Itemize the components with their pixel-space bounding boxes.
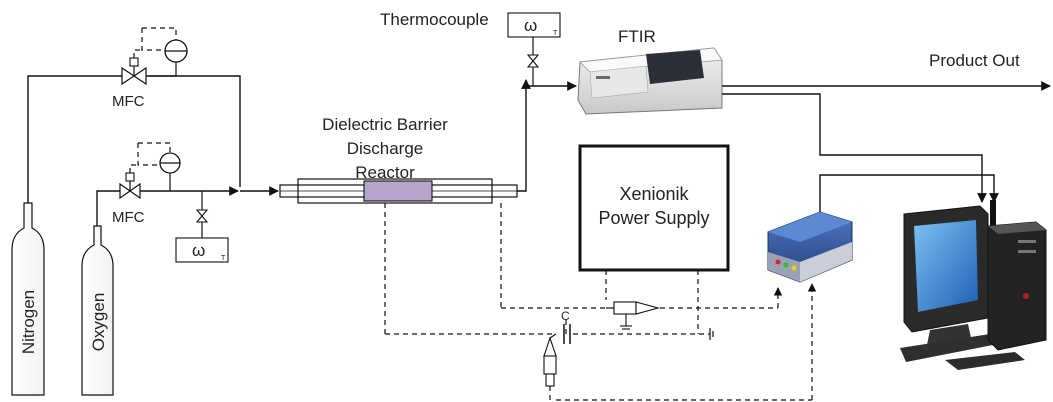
mfc-2: MFC [112, 142, 181, 226]
oxygen-label: Oxygen [89, 293, 108, 352]
product-out-label: Product Out [929, 51, 1020, 70]
mfc-1-label: MFC [112, 93, 145, 110]
dbd-reactor: Dielectric Barrier Discharge Reactor [279, 115, 518, 204]
valve-icon [526, 54, 540, 68]
nitrogen-label: Nitrogen [19, 290, 38, 354]
power-supply-box: Xenionik Power Supply [578, 144, 730, 272]
ftir-spectrometer-icon: FTIR [577, 27, 723, 115]
power-supply-label-1: Xenionik [619, 184, 689, 204]
gauge-icon [159, 152, 181, 174]
thermo-sub-top: T [553, 30, 558, 37]
thermocouple-top: Thermocouple ω T [380, 10, 561, 86]
ground-icon [620, 318, 714, 340]
reactor-label-2: Discharge [347, 139, 424, 158]
thermocouple-label: Thermocouple [380, 10, 489, 29]
oxygen-cylinder: Oxygen [81, 225, 114, 396]
mfc-1: MFC [112, 27, 188, 110]
thermo-symbol-top: ω [524, 16, 537, 35]
oscilloscope-icon [767, 211, 853, 283]
reactor-label-3: Reactor [355, 163, 415, 182]
computer-icon [900, 200, 1047, 370]
thermo-sub: T [221, 255, 226, 262]
capacitor: C [561, 309, 571, 344]
power-supply-label-2: Power Supply [598, 208, 709, 228]
probe-icon [543, 333, 557, 387]
thermocouple-lower: ω T [175, 191, 229, 263]
capacitor-label: C [561, 309, 570, 323]
gauge-icon [164, 39, 188, 63]
thermo-symbol: ω [192, 241, 205, 260]
electrical-connections [384, 203, 817, 401]
reactor-label-1: Dielectric Barrier [322, 115, 448, 134]
reactor-electrode [363, 180, 433, 202]
valve-icon [195, 209, 209, 223]
oxygen-line [96, 186, 239, 226]
mfc-2-label: MFC [112, 209, 145, 226]
probe-icon [606, 301, 661, 318]
nitrogen-cylinder: Nitrogen [11, 202, 45, 396]
ftir-label: FTIR [618, 27, 656, 46]
